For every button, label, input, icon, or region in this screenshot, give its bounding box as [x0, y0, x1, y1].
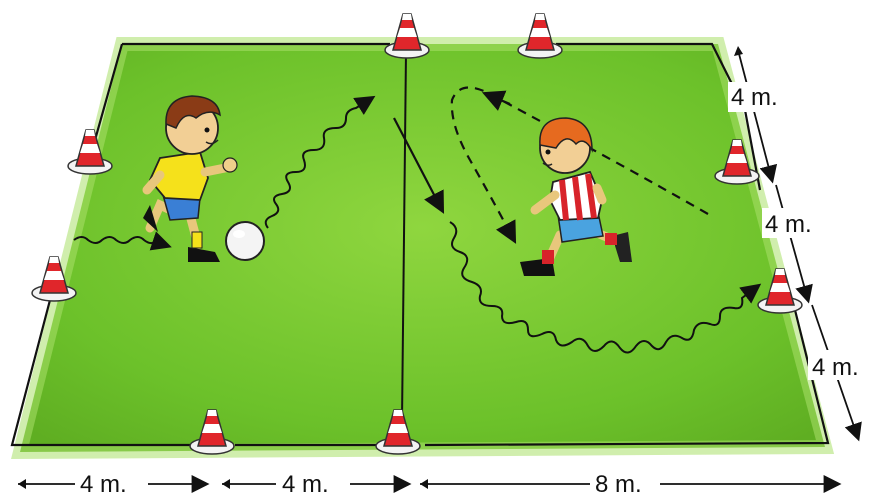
cone-icon	[518, 14, 562, 58]
dim-label-bottom-1: 4 m.	[80, 471, 127, 497]
cone-icon	[385, 14, 429, 58]
soccer-ball-icon	[226, 222, 264, 260]
dim-label-right-1: 4 m.	[731, 84, 778, 111]
dim-label-right-3: 4 m.	[812, 354, 859, 381]
dim-label-right-2: 4 m.	[765, 211, 812, 238]
dim-label-bottom-2: 4 m.	[282, 471, 329, 497]
field	[20, 44, 825, 452]
dim-label-bottom-3: 8 m.	[595, 471, 642, 497]
